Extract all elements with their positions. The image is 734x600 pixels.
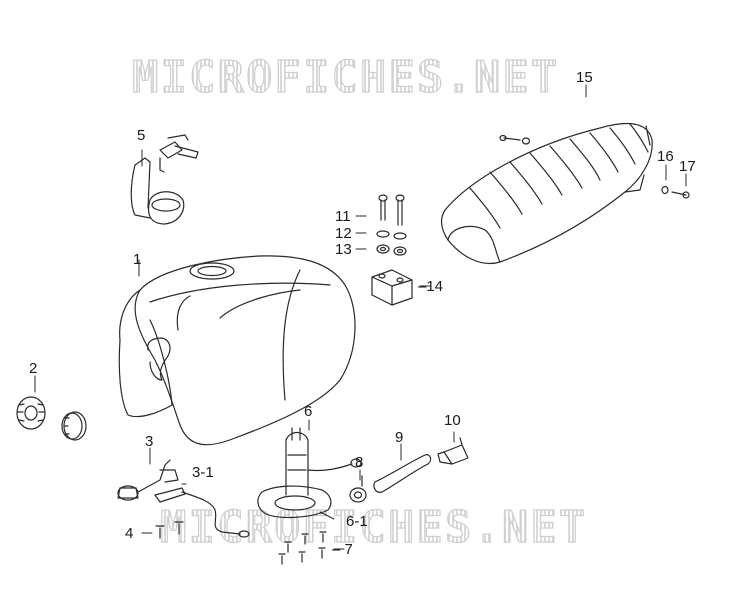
bolts-washers-bushings: [376, 194, 407, 256]
callout-16: 16: [657, 148, 674, 165]
watermark-bottom: MICROFICHES.NET: [159, 501, 588, 553]
callout-14: –14: [418, 278, 444, 295]
rubber-block: [371, 269, 413, 306]
screws-7: [278, 531, 327, 565]
callout-6: 6: [304, 403, 313, 420]
seat-bolt: [499, 134, 531, 145]
fuel-tank: [118, 255, 356, 446]
callout-7: – 7: [332, 541, 353, 558]
callout-1: 1: [133, 251, 142, 268]
washer-and-bolt: [661, 185, 690, 199]
fuel-cap-with-keys: [130, 134, 199, 225]
callout-6-1: 6-1: [346, 513, 368, 530]
callout-10: 10: [444, 412, 461, 429]
fuel-level-sender: [117, 459, 250, 538]
callout-9: 9: [395, 429, 404, 446]
callout-8: 8: [355, 454, 364, 471]
callout-4: 4: [125, 525, 134, 542]
callout-12: 12: [335, 225, 352, 242]
fuel-hose: [373, 454, 432, 493]
callout-5: 5: [137, 127, 146, 144]
seat: [441, 122, 653, 264]
callout-2: 2: [29, 360, 38, 377]
callout-13: 13: [335, 241, 352, 258]
watermark-top: MICROFICHES.NET: [131, 51, 560, 103]
screws-4: [155, 521, 184, 539]
callout-14-number: 14: [426, 278, 444, 295]
rubber-knobs: [16, 396, 87, 441]
callout-11: 11: [335, 208, 351, 225]
callout-3: 3: [145, 433, 154, 450]
leader-lines: [34, 84, 687, 550]
callout-7-number: 7: [344, 541, 353, 558]
fuel-pump: [257, 427, 362, 519]
callout-17: 17: [679, 158, 696, 175]
callout-15: 15: [576, 69, 593, 86]
callout-3-1: 3-1: [192, 464, 214, 481]
fuel-fitting: [349, 475, 367, 503]
hose-connector: [437, 437, 469, 465]
